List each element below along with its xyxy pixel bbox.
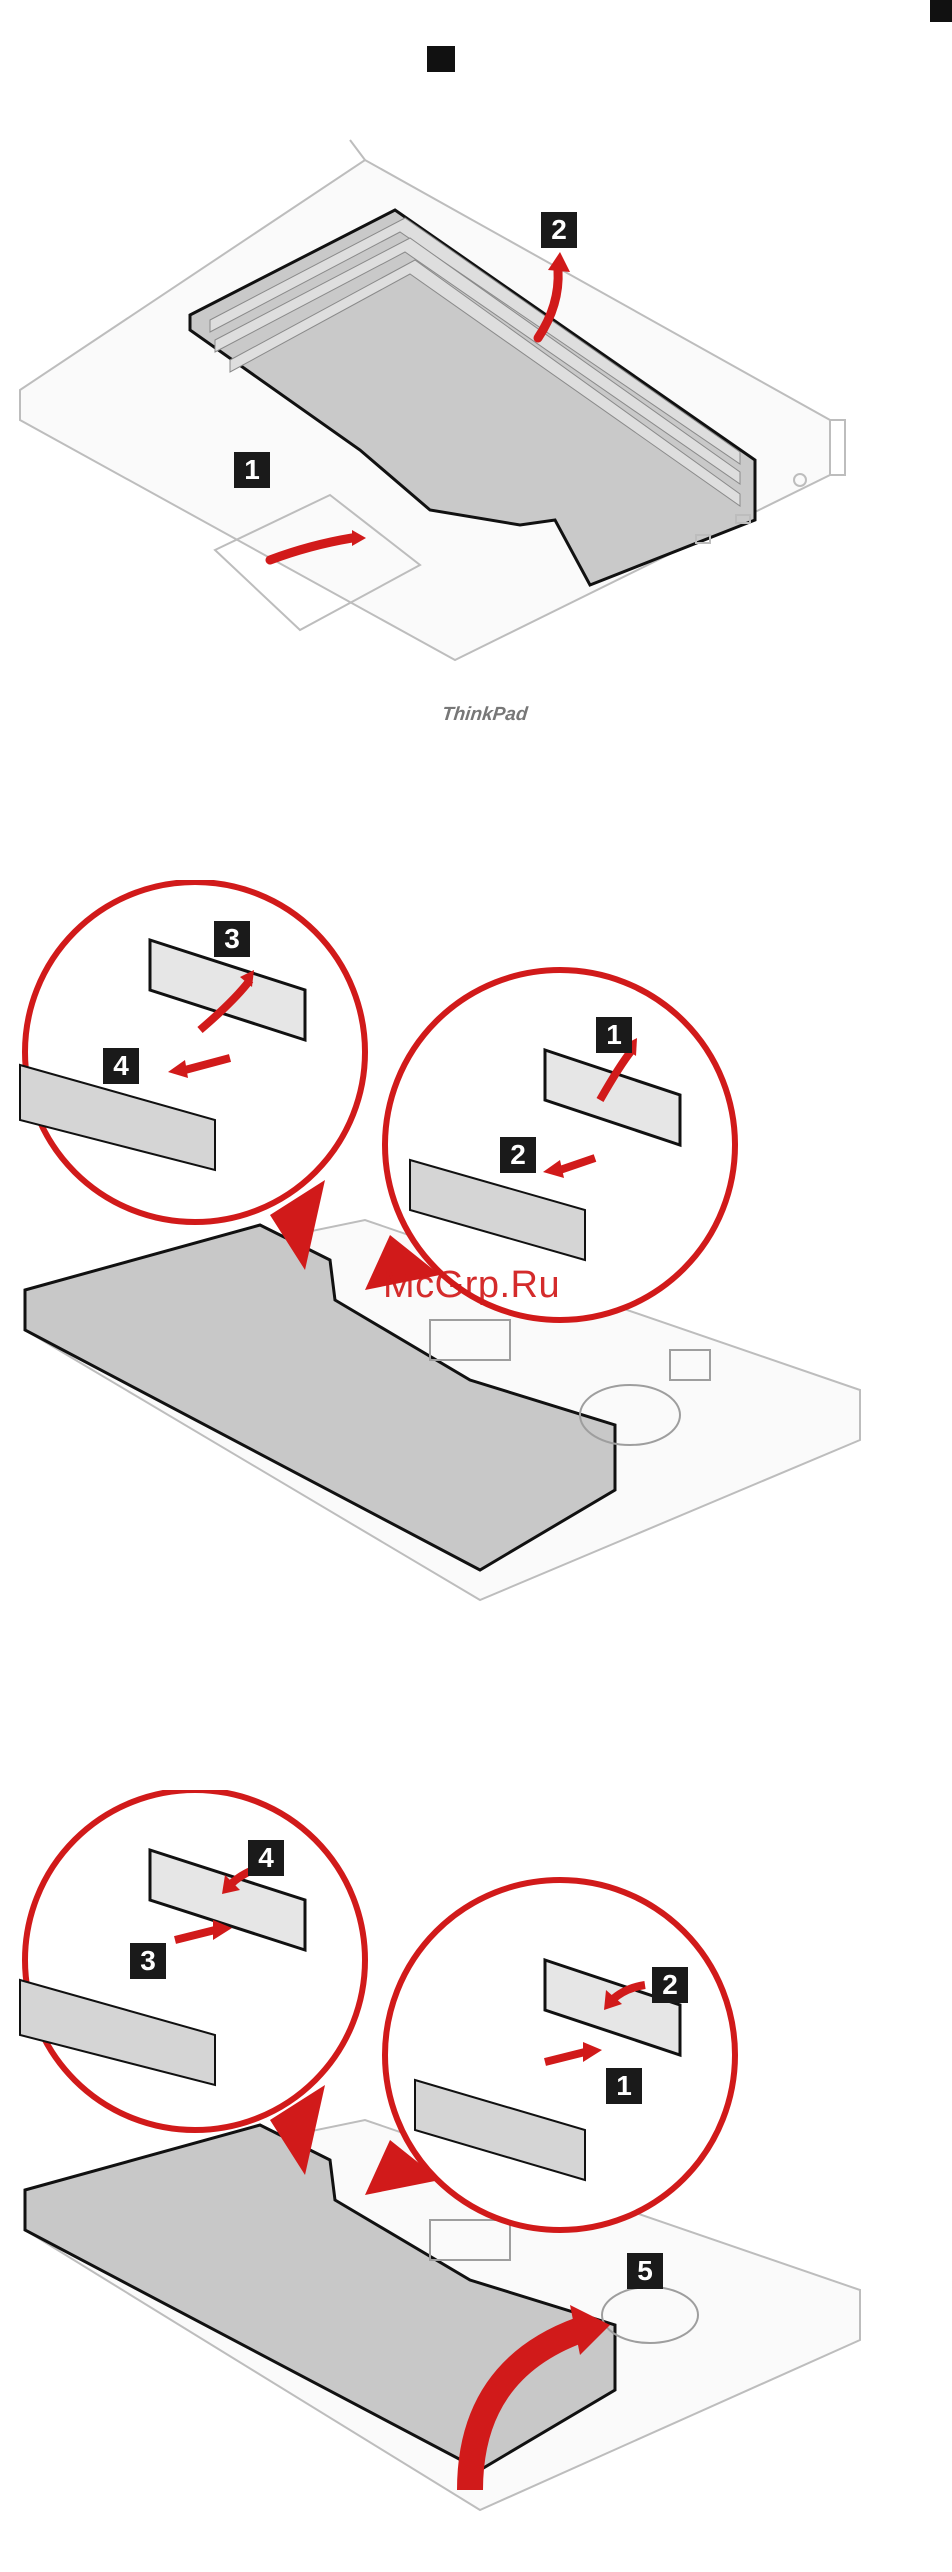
step-badge-1: 1 xyxy=(606,2068,642,2104)
step-badge-3: 3 xyxy=(214,921,250,957)
step-bullet-icon xyxy=(427,46,455,72)
step-badge-2: 2 xyxy=(652,1967,688,2003)
corner-marker xyxy=(930,0,952,22)
step-badge-3: 3 xyxy=(130,1943,166,1979)
step-badge-1: 1 xyxy=(596,1017,632,1053)
figure-remove-keyboard: 1 2 ThinkPad xyxy=(0,120,952,680)
figure-reconnect-cables: 4 3 2 1 5 xyxy=(0,1790,952,2560)
step-badge-4: 4 xyxy=(248,1840,284,1876)
figure-disconnect-cables: 3 4 1 2 xyxy=(0,880,952,1640)
step-badge-2: 2 xyxy=(500,1137,536,1173)
watermark-text: McGrp.Ru xyxy=(383,1264,560,1307)
step-badge-4: 4 xyxy=(103,1048,139,1084)
step-badge-2: 2 xyxy=(541,212,577,248)
brand-logo-text: ThinkPad xyxy=(441,704,529,726)
laptop-keyboard-illustration xyxy=(0,120,952,680)
step-badge-5: 5 xyxy=(627,2253,663,2289)
cable-reconnect-illustration xyxy=(0,1790,952,2560)
step-badge-1: 1 xyxy=(234,452,270,488)
cable-disconnect-illustration xyxy=(0,880,952,1640)
